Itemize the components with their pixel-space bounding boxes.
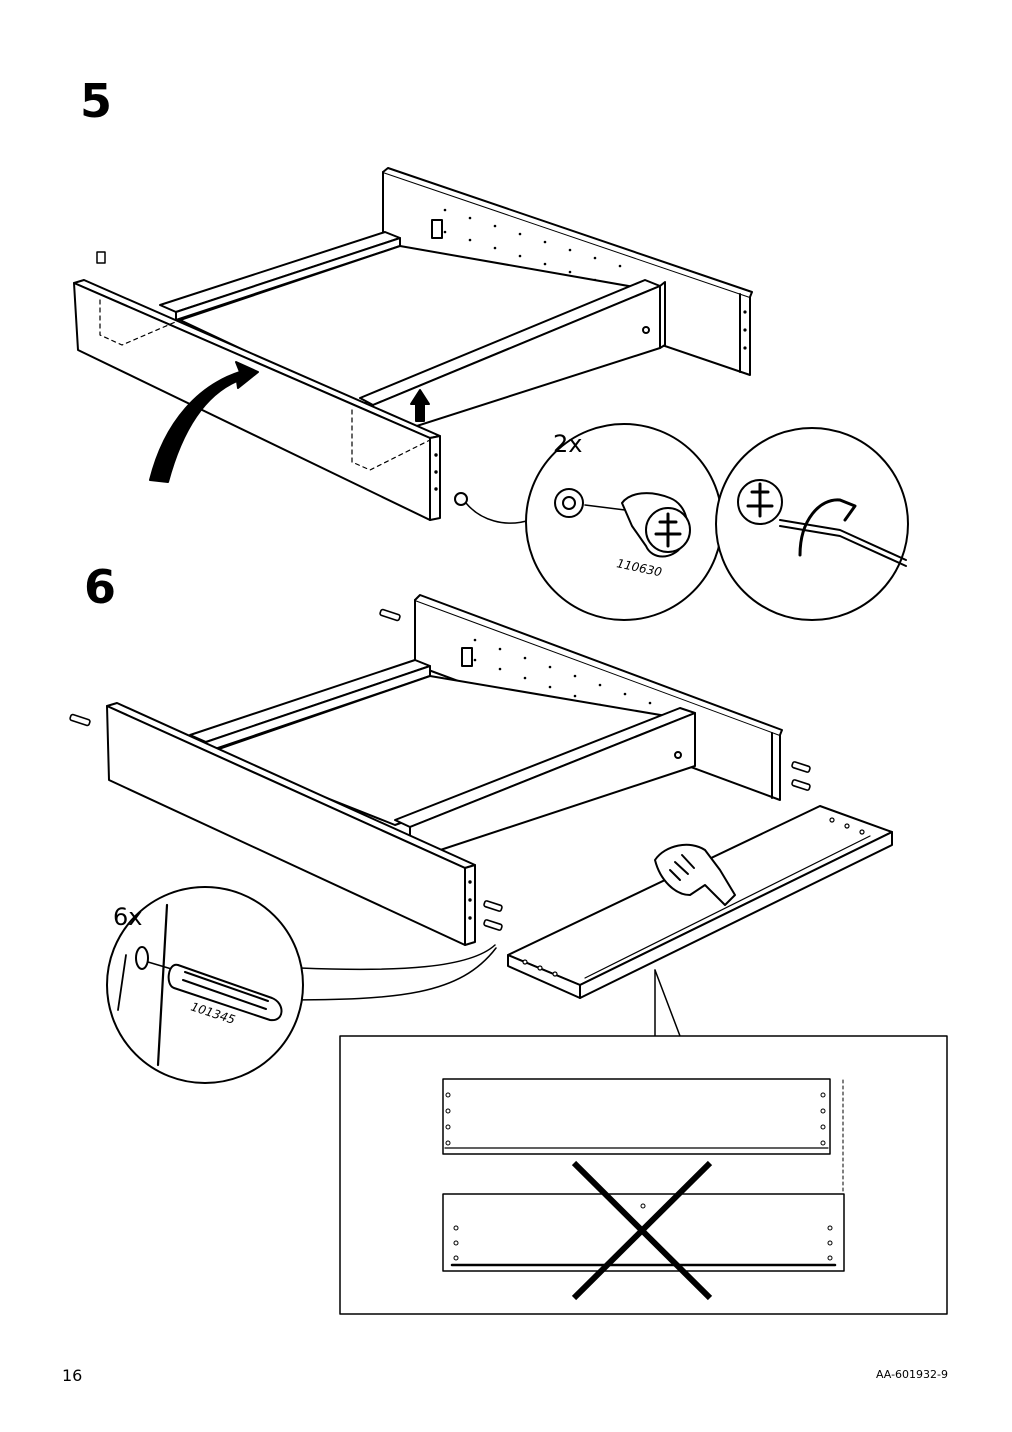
curved-arrow-icon	[149, 361, 259, 483]
screwdriver-icon	[779, 519, 907, 561]
step-6-quantity: 6x	[113, 903, 142, 931]
step-5-frame	[73, 167, 753, 521]
step-6-frame	[69, 594, 893, 999]
document-code: AA-601932-9	[875, 1368, 948, 1381]
wood-dowel-icon	[167, 963, 283, 1022]
orientation-box	[339, 1035, 948, 1315]
page-number: 16	[62, 1366, 83, 1385]
step-6-number: 6	[84, 560, 117, 614]
screwdriver-detail	[715, 427, 909, 621]
cross-mark-icon	[571, 1160, 713, 1301]
cam-lock-detail	[465, 423, 723, 621]
up-arrow-icon	[410, 389, 430, 422]
step-5-number: 5	[80, 74, 113, 128]
step-5-quantity: 2x	[553, 430, 582, 458]
dowel-detail	[106, 886, 497, 1084]
hand-press-icon	[654, 843, 736, 906]
